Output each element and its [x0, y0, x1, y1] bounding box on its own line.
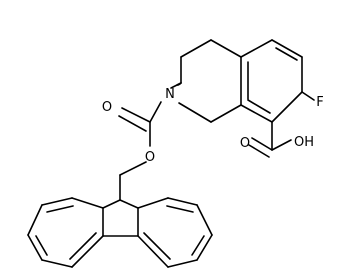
carbamate-bonds — [118, 101, 162, 176]
bond-c-f — [301, 91, 315, 101]
fluorenyl-right-ring-bonds — [137, 197, 213, 268]
bond — [271, 91, 303, 123]
bond — [27, 204, 43, 236]
bond — [71, 197, 104, 209]
bond — [149, 101, 162, 123]
saturated-ring-bonds — [170, 39, 242, 123]
bond — [210, 39, 242, 58]
bond — [166, 205, 194, 213]
bond — [170, 82, 182, 89]
bond — [240, 39, 273, 58]
bond — [137, 197, 169, 209]
bond — [196, 204, 213, 236]
bond — [210, 104, 242, 123]
bond — [271, 39, 303, 58]
bond — [69, 232, 97, 260]
bond — [248, 144, 270, 158]
bond — [118, 115, 147, 132]
bond — [27, 234, 43, 261]
bond — [167, 197, 198, 206]
atom-label-f: F — [316, 95, 323, 110]
benzo-ring-bonds — [240, 39, 303, 123]
atom-label-oh: OH — [294, 135, 314, 150]
bond — [143, 232, 171, 260]
bond — [251, 137, 273, 151]
bond — [167, 259, 198, 268]
bond — [196, 234, 213, 261]
carboxylic-acid-bonds — [248, 121, 292, 158]
bond — [119, 199, 139, 209]
bond — [137, 235, 169, 268]
atom-label-o-acid-carbonyl: O — [240, 136, 250, 151]
bond — [41, 197, 73, 206]
bond — [271, 139, 292, 151]
bond — [119, 161, 147, 176]
bond — [35, 235, 48, 256]
bond — [247, 99, 271, 114]
atom-label-o-carbamate-carbonyl: O — [102, 100, 112, 115]
atom-label-n: N — [165, 87, 175, 102]
fluorenyl-left-ring-bonds — [27, 197, 104, 268]
bond — [46, 205, 74, 213]
atom-label-o-ester: O — [145, 150, 155, 165]
bond — [275, 47, 298, 61]
bond — [41, 259, 73, 268]
bond — [191, 235, 205, 256]
fluorenyl-five-ring-bonds — [102, 199, 139, 237]
bond — [121, 107, 151, 123]
bond — [71, 235, 104, 268]
bond — [180, 39, 212, 58]
bond — [102, 199, 121, 209]
bond — [240, 104, 273, 123]
bond — [178, 102, 212, 123]
